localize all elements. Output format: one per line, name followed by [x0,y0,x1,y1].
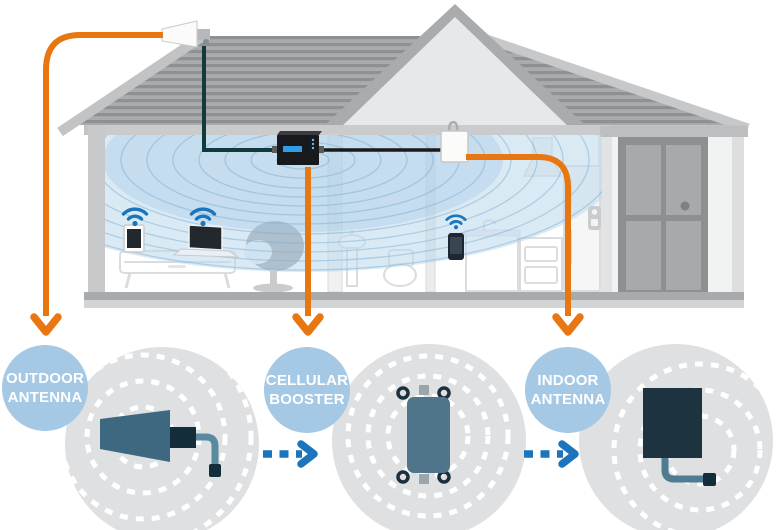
wifi-icon [445,214,467,230]
wall-left-post [88,125,105,308]
callout-arrow-indoor [466,154,584,336]
step-label-line: INDOOR [537,372,599,389]
step-badge-cellular-booster: CELLULAR BOOSTER [264,347,350,433]
indoor-antenna-icon [643,388,716,486]
house-illustration [57,4,750,308]
thermostat [588,206,601,230]
indoor-antenna-device [440,121,469,163]
step-label-line: BOOSTER [269,391,345,408]
roof-eave-right [470,29,750,133]
step-badge-outdoor-antenna: OUTDOOR ANTENNA [2,345,88,431]
step-circle-cellular-booster [332,344,526,530]
entry-door-section [598,126,748,308]
step-label-line: OUTDOOR [5,370,85,387]
front-door [618,137,708,298]
laptop-device [172,224,240,258]
door-knob [680,201,690,211]
signal-dashes [611,361,773,530]
cellular-booster-icon [396,385,451,484]
step-circle-outdoor-antenna [65,347,259,530]
floor [84,292,744,300]
outdoor-antenna-cable [202,46,277,152]
outdoor-antenna-icon [100,410,221,477]
callout-arrow-outdoor [30,32,163,336]
flow-arrow-2 [524,440,579,468]
signal-booster-device [272,131,324,165]
step-label-line: ANTENNA [530,391,606,408]
step-label-line: ANTENNA [7,389,83,406]
flow-arrow-1 [263,440,318,468]
wifi-icon [121,207,149,227]
callout-arrow-booster [292,167,324,336]
step-label-line: CELLULAR [265,372,349,389]
wifi-icon [189,207,217,227]
step-circle-indoor-antenna [579,344,773,530]
tablet-device [123,224,145,253]
step-badge-indoor-antenna: INDOOR ANTENNA [525,347,611,433]
signal-dashes [345,353,511,519]
smartphone-device [448,233,464,260]
roof-eave-left [57,29,209,137]
